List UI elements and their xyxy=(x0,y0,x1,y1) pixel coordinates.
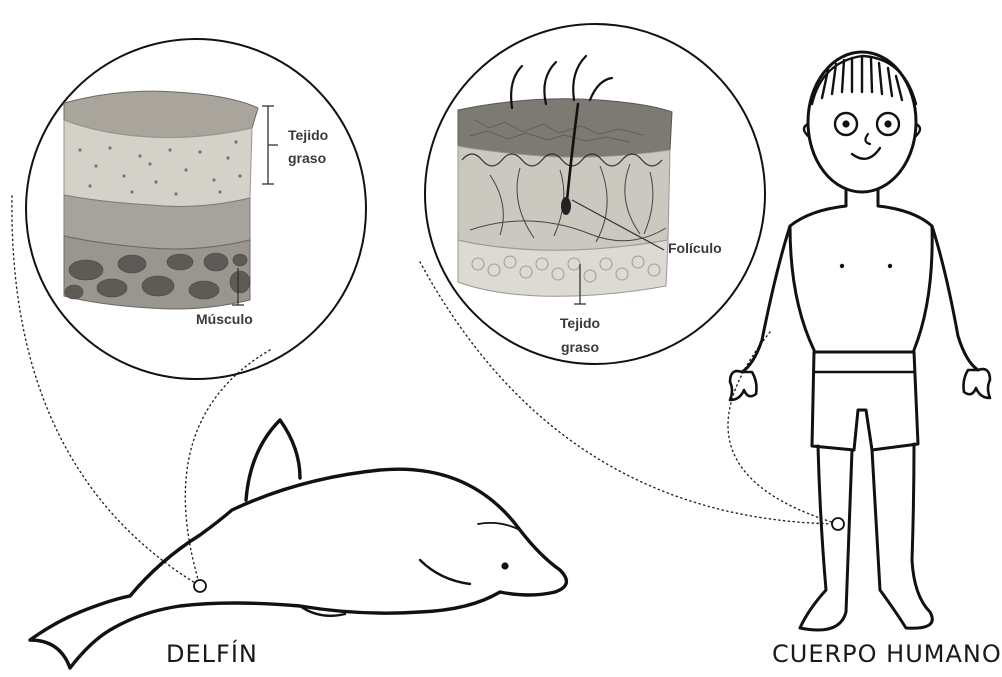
dolphin-sample-point xyxy=(194,580,206,592)
dolphin-drawing xyxy=(30,420,566,668)
dolphin-title: DELFÍN xyxy=(166,639,258,668)
human-skin-magnifier: Folículo Tejido graso xyxy=(425,24,765,364)
human-fat-label-line2: graso xyxy=(561,339,599,355)
human-fat-label-line1: Tejido xyxy=(560,315,600,331)
human-drawing xyxy=(730,52,990,630)
dolphin-skin-magnifier: Tejido graso Músculo xyxy=(26,39,366,379)
dolphin-skin-block xyxy=(64,91,258,309)
dolphin-fat-label-line1: Tejido xyxy=(288,127,328,143)
dolphin-muscle-label: Músculo xyxy=(196,311,253,327)
human-title: CUERPO HUMANO xyxy=(772,640,1002,668)
human-follicle-label: Folículo xyxy=(668,240,722,256)
human-sample-point xyxy=(832,518,844,530)
dolphin-fat-label-line2: graso xyxy=(288,150,326,166)
